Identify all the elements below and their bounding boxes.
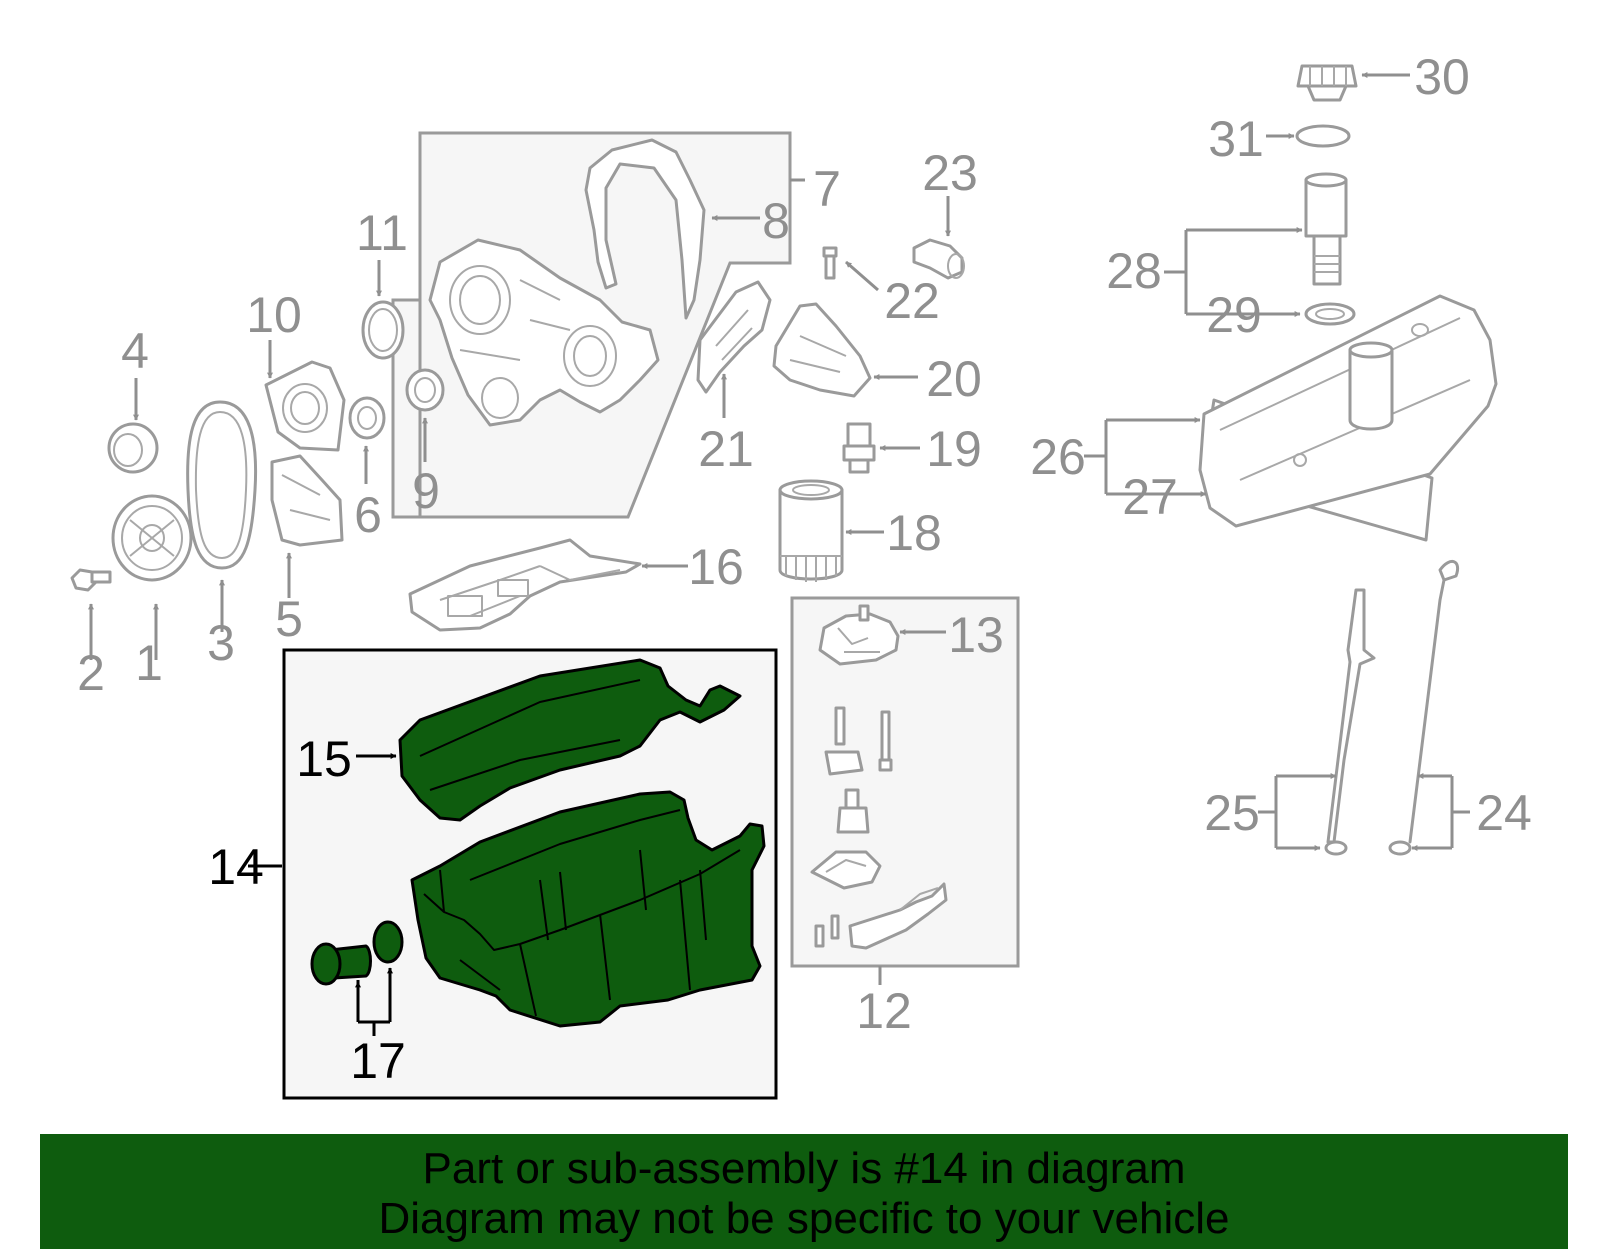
part-15-oil-pan-gasket bbox=[356, 658, 742, 822]
part-1-crank-pulley bbox=[111, 494, 193, 660]
callout-8: 8 bbox=[762, 193, 790, 249]
part-23-sensor bbox=[912, 196, 965, 280]
part-4-seal bbox=[107, 378, 159, 474]
part-17-drain-plug bbox=[310, 920, 404, 1036]
timing-cover-assembly bbox=[428, 238, 660, 427]
part-16-windage-tray bbox=[408, 538, 688, 632]
part-5-bracket bbox=[270, 454, 344, 598]
part-6-seal bbox=[348, 396, 386, 484]
part-8-gasket bbox=[584, 138, 760, 320]
callout-labels: 1 2 3 4 5 6 7 8 9 10 11 12 13 14 15 16 1… bbox=[77, 49, 1532, 1089]
callout-17: 17 bbox=[350, 1033, 406, 1089]
callout-26: 26 bbox=[1030, 429, 1086, 485]
banner-line-1: Part or sub-assembly is #14 in diagram bbox=[422, 1144, 1186, 1193]
callout-25: 25 bbox=[1204, 785, 1260, 841]
part-24-dipstick bbox=[1388, 560, 1470, 856]
callout-13: 13 bbox=[948, 607, 1004, 663]
part-12-pump-components bbox=[810, 706, 948, 950]
callout-23: 23 bbox=[922, 145, 978, 201]
part-28-filler-tube bbox=[1164, 172, 1348, 314]
part-25-dipstick-tube bbox=[1258, 588, 1376, 856]
callout-7: 7 bbox=[813, 161, 841, 217]
banner-line-2: Diagram may not be specific to your vehi… bbox=[378, 1194, 1230, 1243]
callout-5: 5 bbox=[275, 591, 303, 647]
callout-3: 3 bbox=[207, 615, 235, 671]
callout-15: 15 bbox=[296, 731, 352, 787]
part-29-seal bbox=[1186, 302, 1356, 326]
callout-21: 21 bbox=[698, 421, 754, 477]
callout-11: 11 bbox=[356, 205, 408, 261]
callout-14: 14 bbox=[208, 839, 264, 895]
part-14-oil-pan bbox=[248, 790, 766, 1028]
part-22-bolt bbox=[822, 246, 879, 292]
callout-1: 1 bbox=[135, 635, 163, 691]
part-30-oil-cap bbox=[1296, 64, 1410, 102]
part-11-oring bbox=[361, 260, 405, 360]
info-banner: Part or sub-assembly is #14 in diagram D… bbox=[40, 1134, 1568, 1249]
part-18-oil-filter bbox=[778, 479, 884, 582]
callout-30: 30 bbox=[1414, 49, 1470, 105]
oil-pump-group-box bbox=[790, 596, 1020, 985]
callout-29: 29 bbox=[1206, 287, 1262, 343]
part-19-adapter bbox=[842, 422, 920, 474]
callout-16: 16 bbox=[688, 539, 744, 595]
part-20-housing bbox=[772, 302, 918, 398]
callout-27: 27 bbox=[1122, 469, 1178, 525]
callout-6: 6 bbox=[354, 487, 382, 543]
callout-24: 24 bbox=[1476, 785, 1532, 841]
part-9-seal bbox=[405, 368, 445, 462]
callout-4: 4 bbox=[121, 323, 149, 379]
callout-2: 2 bbox=[77, 645, 105, 701]
callout-12: 12 bbox=[856, 983, 912, 1039]
part-2-bolt bbox=[70, 568, 112, 660]
callout-9: 9 bbox=[412, 463, 440, 519]
part-3-belt bbox=[186, 400, 258, 632]
callout-28: 28 bbox=[1106, 243, 1162, 299]
part-26-27-valve-cover bbox=[1084, 294, 1498, 542]
part-31-oring bbox=[1266, 124, 1351, 148]
callout-10: 10 bbox=[246, 287, 302, 343]
part-13-oil-pump bbox=[818, 604, 946, 666]
part-10-pump-plate bbox=[264, 340, 346, 452]
callout-20: 20 bbox=[926, 351, 982, 407]
callout-19: 19 bbox=[926, 421, 982, 477]
part-21-bracket bbox=[696, 280, 772, 418]
callout-22: 22 bbox=[884, 273, 940, 329]
callout-18: 18 bbox=[886, 505, 942, 561]
callout-31: 31 bbox=[1208, 111, 1264, 167]
